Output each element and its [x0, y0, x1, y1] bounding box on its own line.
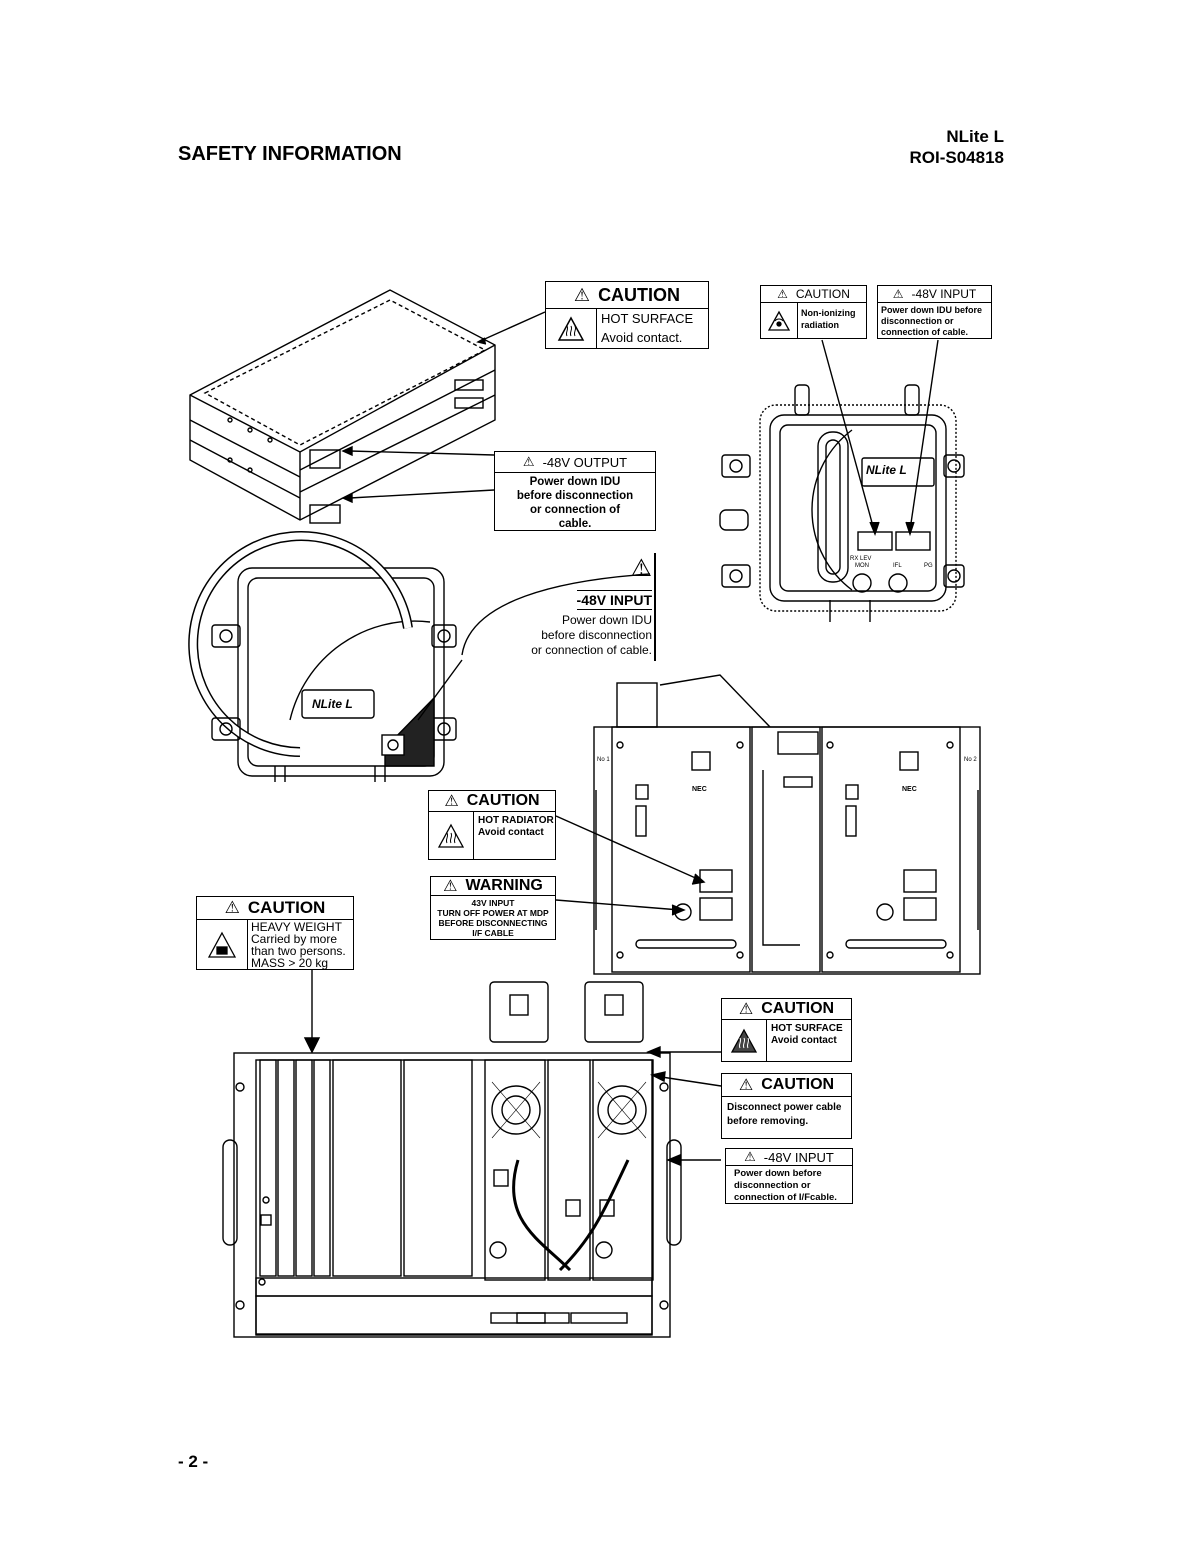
- odu-logo: NLite L: [866, 463, 907, 477]
- heavy-weight-icon: [197, 920, 248, 970]
- warning-triangle-icon: ⚠: [777, 287, 788, 301]
- warning-triangle-icon: ⚠: [224, 898, 240, 917]
- warning-triangle-icon: ⚠: [738, 1077, 754, 1094]
- warning-triangle-icon: ⚠: [573, 284, 591, 305]
- hot-surface-icon: [429, 812, 474, 860]
- section-title: SAFETY INFORMATION: [178, 143, 402, 165]
- ifl-text: IFL: [893, 563, 902, 569]
- warning-triangle-icon: ⚠: [744, 1149, 756, 1164]
- nec-text-2: NEC: [902, 786, 917, 793]
- warning-triangle-icon: ⚠: [630, 555, 652, 582]
- no2-text: No 2: [964, 757, 977, 763]
- caution-disconnect-label: ⚠ CAUTION Disconnect power cable before …: [721, 1073, 852, 1139]
- idu-isometric-drawing: [189, 289, 496, 524]
- warning-triangle-icon: ⚠: [522, 454, 535, 469]
- warning-triangle-icon: ⚠: [738, 1001, 754, 1018]
- caution-hot-surface-label-top: ⚠ CAUTION HOT SURFACE Avoid contact.: [545, 281, 709, 349]
- input-48v-label-odu: ⚠ -48V INPUT Power down IDU before disco…: [518, 553, 656, 661]
- warning-triangle-icon: ⚠: [444, 793, 459, 810]
- input-48v-label-rack: ⚠ -48V INPUT Power down before disconnec…: [725, 1148, 853, 1204]
- hot-surface-icon: [546, 309, 597, 349]
- odu-front-drawing: [719, 384, 965, 622]
- mon-text: MON: [855, 563, 869, 569]
- warning-43v-label: ⚠ WARNING 43V INPUT TURN OFF POWER AT MD…: [430, 876, 556, 940]
- input-48v-label-top: ⚠ -48V INPUT Power down IDU before disco…: [877, 285, 992, 339]
- nec-text-1: NEC: [692, 786, 707, 793]
- warning-triangle-icon: ⚠: [892, 287, 904, 301]
- caution-nonionizing-label: ⚠ CAUTION Non-ionizing radiation: [760, 285, 867, 339]
- rx-lev-text: RX LEV: [850, 556, 872, 562]
- pg-text: PG: [924, 563, 933, 569]
- output-48v-label: ⚠ -48V OUTPUT Power down IDU before disc…: [494, 451, 656, 531]
- caution-hot-radiator-label: ⚠ CAUTION HOT RADIATOR Avoid contact: [428, 790, 556, 860]
- odu-side-logo: NLite L: [312, 697, 353, 711]
- warning-triangle-icon: ⚠: [443, 878, 458, 895]
- caution-hot-surface-label-rack: ⚠ CAUTION HOT SURFACE Avoid contact: [721, 998, 852, 1062]
- product-name: NLite L: [946, 127, 1004, 146]
- odu-side-drawing: [188, 531, 457, 782]
- idu-rack-drawing: [222, 981, 682, 1338]
- hot-surface-icon: [722, 1020, 767, 1062]
- caution-heavy-weight-label: ⚠ CAUTION HEAVY WEIGHT Carried by more t…: [196, 896, 354, 970]
- trp-unit-drawing: [593, 674, 981, 975]
- doc-number: ROI-S04818: [909, 148, 1005, 167]
- page-number: - 2 -: [178, 1452, 209, 1471]
- radiation-icon: [761, 303, 798, 339]
- no1-text: No 1: [597, 757, 610, 763]
